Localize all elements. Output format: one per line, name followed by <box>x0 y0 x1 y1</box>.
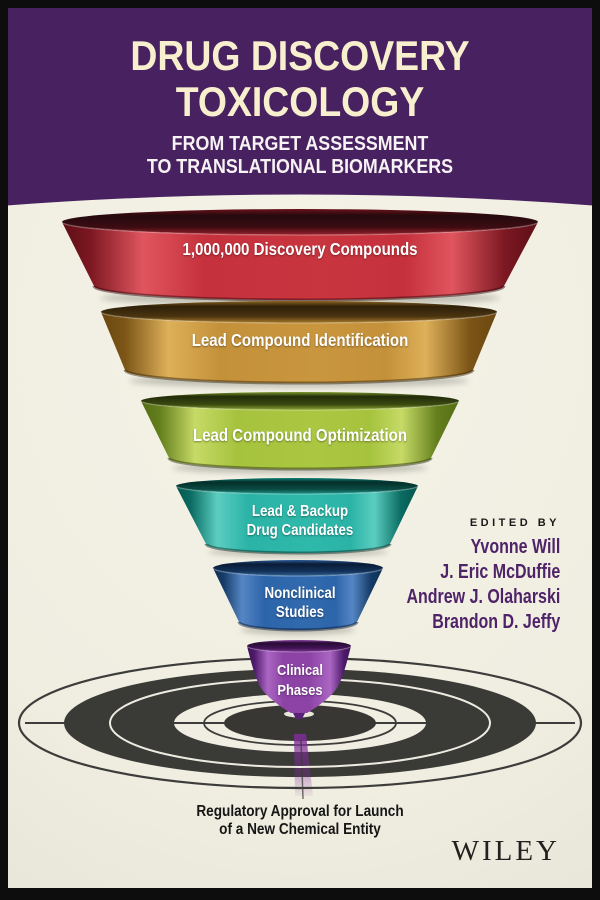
stage-label-discovery-compounds: 1,000,000 Discovery Compounds <box>182 239 418 259</box>
editor-names: Yvonne Will J. Eric McDuffie Andrew J. O… <box>368 535 560 635</box>
stage-label-lead-optimization: Lead Compound Optimization <box>192 425 408 445</box>
funnel-stage-lead-identification <box>100 301 498 385</box>
book-title: DRUG DISCOVERY TOXICOLOGY <box>0 33 600 125</box>
publisher-logo: WILEY <box>451 835 560 867</box>
editor-name: Brandon D. Jeffy <box>431 611 560 633</box>
funnel-stage-drug-candidates <box>175 478 419 555</box>
book-subtitle-line2: TO TRANSLATIONAL BIOMARKERS <box>146 155 454 178</box>
stage-label-clinical-phases: Clinical Phases <box>277 662 323 699</box>
bullseye-target <box>17 656 583 800</box>
funnel-stage-nonclinical-studies <box>212 560 384 632</box>
editor-name: J. Eric McDuffie <box>439 561 560 583</box>
funnel-stage-discovery-compounds <box>61 209 539 302</box>
funnel-reflection <box>294 734 313 796</box>
edited-by-label: EDITED BY <box>469 517 560 529</box>
editor-name: Yvonne Will <box>470 536 560 558</box>
bullseye-center <box>224 705 376 741</box>
stage-label-lead-identification: Lead Compound Identification <box>191 330 409 350</box>
book-subtitle-line1: FROM TARGET ASSESSMENT <box>171 132 429 155</box>
funnel-stage-clinical-phases <box>246 640 352 719</box>
editor-name: Andrew J. Olaharski <box>406 586 560 608</box>
funnel-stage-lead-optimization <box>140 392 460 471</box>
approval-caption: Regulatory Approval for Launch of a New … <box>196 803 404 838</box>
book-title-line1: DRUG DISCOVERY <box>130 32 470 79</box>
book-title-line2: TOXICOLOGY <box>175 78 425 125</box>
header-band <box>0 0 600 206</box>
stage-label-drug-candidates: Lead & Backup Drug Candidates <box>246 503 354 539</box>
book-subtitle: FROM TARGET ASSESSMENT TO TRANSLATIONAL … <box>0 132 600 178</box>
stage-label-nonclinical-studies: Nonclinical Studies <box>264 585 336 621</box>
